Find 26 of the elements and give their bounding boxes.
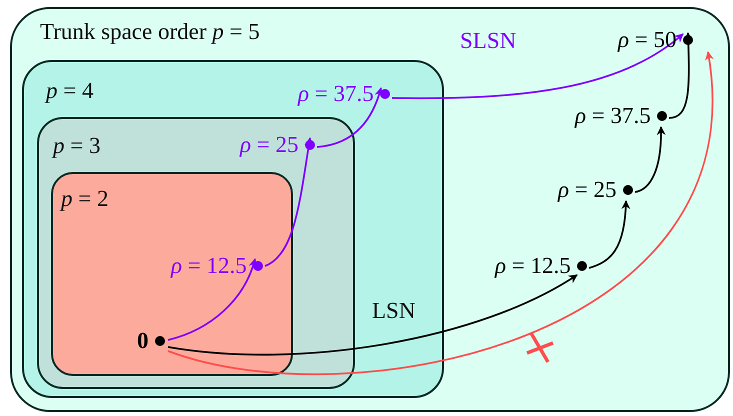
region-box	[51, 172, 293, 376]
region-box	[10, 7, 730, 412]
region-label: p = 3	[53, 133, 100, 159]
region-box	[22, 60, 444, 398]
point-label: ρ = 25	[240, 132, 299, 158]
arrow	[168, 258, 257, 341]
point-label: ρ = 25	[558, 177, 617, 203]
arrow	[168, 274, 578, 356]
region-label: Trunk space order p = 5	[40, 19, 260, 45]
arrow	[316, 87, 383, 148]
arrow	[634, 126, 666, 193]
point-label: 0	[137, 328, 148, 354]
arrow	[264, 137, 314, 267]
region-label: p = 2	[61, 186, 108, 212]
point-label: ρ = 12.5	[171, 253, 247, 279]
arrow	[168, 51, 713, 375]
point-label: ρ = 37.5	[575, 103, 651, 129]
arrow	[588, 200, 630, 269]
region-box	[37, 117, 355, 389]
point-label: ρ = 12.5	[495, 253, 571, 279]
region-label: SLSN	[460, 28, 516, 54]
region-label: p = 4	[46, 78, 94, 104]
region-label: LSN	[372, 298, 416, 324]
point-label: ρ = 37.5	[298, 81, 374, 107]
point-label: ρ = 50	[618, 27, 677, 53]
arrow	[392, 33, 684, 100]
